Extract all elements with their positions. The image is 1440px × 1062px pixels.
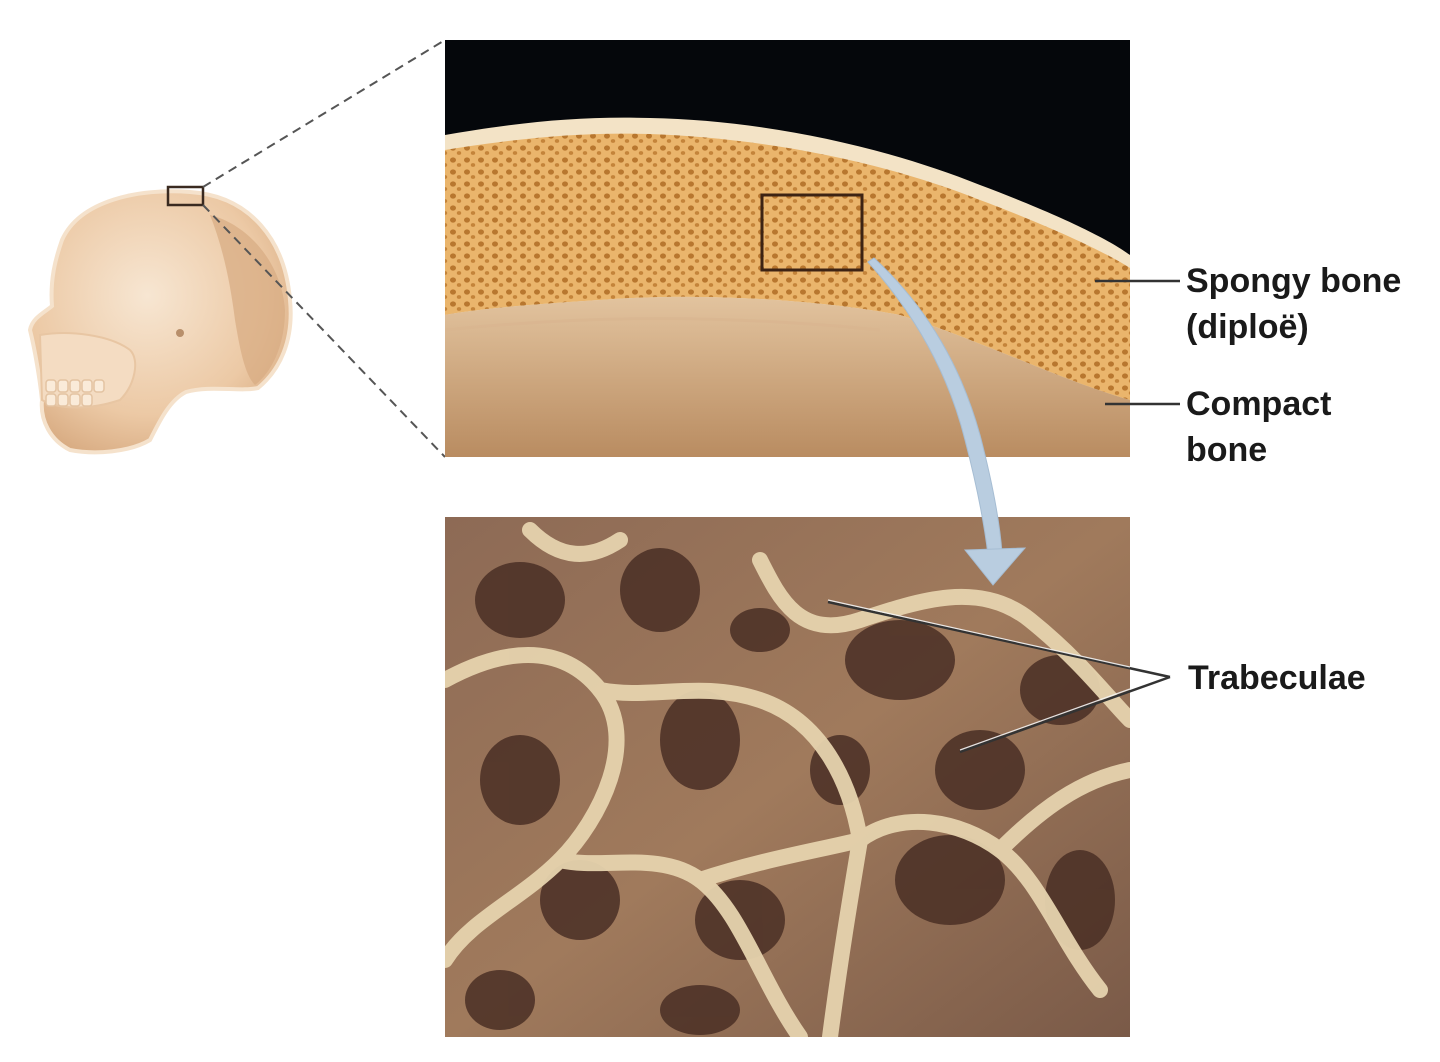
leader-lines: [827, 279, 1180, 754]
magnify-region-box: [166, 185, 205, 207]
label-compact-bone: bone: [1186, 431, 1268, 469]
label-diploe: (diploë): [1186, 308, 1309, 346]
magnify-region-box-2: [760, 193, 864, 272]
magnify-arrow-icon: [867, 257, 1027, 586]
skull-illustration: [27, 185, 293, 455]
label-trabeculae: Trabeculae: [1188, 659, 1366, 697]
label-compact: Compact: [1186, 385, 1332, 423]
label-spongy-bone: Spongy bone: [1186, 262, 1402, 300]
bottom-photo-panel: [445, 517, 1130, 1037]
zoom-lines: [202, 39, 446, 458]
top-photo-panel: [445, 40, 1130, 457]
